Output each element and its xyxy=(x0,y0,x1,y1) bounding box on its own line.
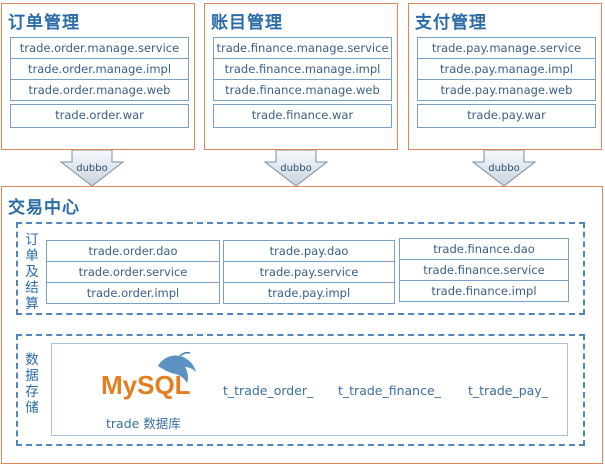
group-item: trade.finance.service xyxy=(400,260,568,281)
module-item: trade.order.manage.web xyxy=(28,83,171,97)
module-item: trade.pay.manage.service xyxy=(418,38,595,59)
module-stack: trade.order.manage.service trade.order.m… xyxy=(10,37,189,101)
module-war: trade.order.war xyxy=(10,104,189,128)
module-item: trade.pay.manage.impl xyxy=(418,59,595,80)
database-box xyxy=(51,343,568,436)
module-panel-pay: 支付管理 trade.pay.manage.service trade.pay.… xyxy=(408,3,602,150)
table-name: t_trade_finance_ xyxy=(338,383,441,398)
settlement-region xyxy=(16,222,585,315)
dubbo-arrow-2 xyxy=(263,149,329,187)
group-item: trade.order.service xyxy=(47,262,219,283)
table-name: t_trade_order_ xyxy=(223,383,314,398)
trade-center-title: 交易中心 xyxy=(8,198,80,218)
module-item: trade.finance.manage.web xyxy=(225,83,380,97)
dubbo-label-2: dubbo xyxy=(280,163,312,174)
dubbo-label-3: dubbo xyxy=(488,163,520,174)
dubbo-arrow-3 xyxy=(471,149,537,187)
group-item: trade.pay.impl xyxy=(267,286,351,300)
module-item: trade.order.manage.impl xyxy=(11,59,188,80)
mysql-logo: MySQL xyxy=(100,350,200,400)
storage-label: 数据存储 xyxy=(25,352,39,416)
group-item: trade.pay.dao xyxy=(224,241,394,262)
dolphin-icon xyxy=(158,351,196,383)
module-stack: trade.finance.manage.service trade.finan… xyxy=(213,37,392,101)
mysql-logo-text: MySQL xyxy=(101,370,191,400)
finance-group: trade.finance.dao trade.finance.service … xyxy=(399,238,569,302)
group-item: trade.finance.dao xyxy=(400,239,568,260)
table-name: t_trade_pay_ xyxy=(468,383,548,398)
group-item: trade.pay.service xyxy=(224,262,394,283)
module-title: 支付管理 xyxy=(415,13,487,33)
module-war: trade.pay.war xyxy=(417,104,596,128)
module-stack: trade.pay.manage.service trade.pay.manag… xyxy=(417,37,596,101)
group-item: trade.order.impl xyxy=(86,286,180,300)
order-group: trade.order.dao trade.order.service trad… xyxy=(46,240,220,304)
dubbo-label-1: dubbo xyxy=(76,163,108,174)
module-title: 账目管理 xyxy=(211,13,283,33)
module-item: trade.finance.manage.service xyxy=(214,38,391,59)
pay-group: trade.pay.dao trade.pay.service trade.pa… xyxy=(223,240,395,304)
database-caption: trade 数据库 xyxy=(106,416,181,431)
module-title: 订单管理 xyxy=(8,13,80,33)
group-item: trade.order.dao xyxy=(47,241,219,262)
group-item: trade.finance.impl xyxy=(431,284,537,298)
dubbo-arrow-1 xyxy=(59,149,125,187)
module-panel-order: 订单管理 trade.order.manage.service trade.or… xyxy=(1,3,195,150)
module-item: trade.order.manage.service xyxy=(11,38,188,59)
module-panel-finance: 账目管理 trade.finance.manage.service trade.… xyxy=(204,3,398,150)
module-item: trade.pay.manage.web xyxy=(440,83,573,97)
module-item: trade.finance.manage.impl xyxy=(214,59,391,80)
settlement-label: 订单及结算 xyxy=(25,232,39,312)
module-war: trade.finance.war xyxy=(213,104,392,128)
storage-region xyxy=(16,334,585,446)
